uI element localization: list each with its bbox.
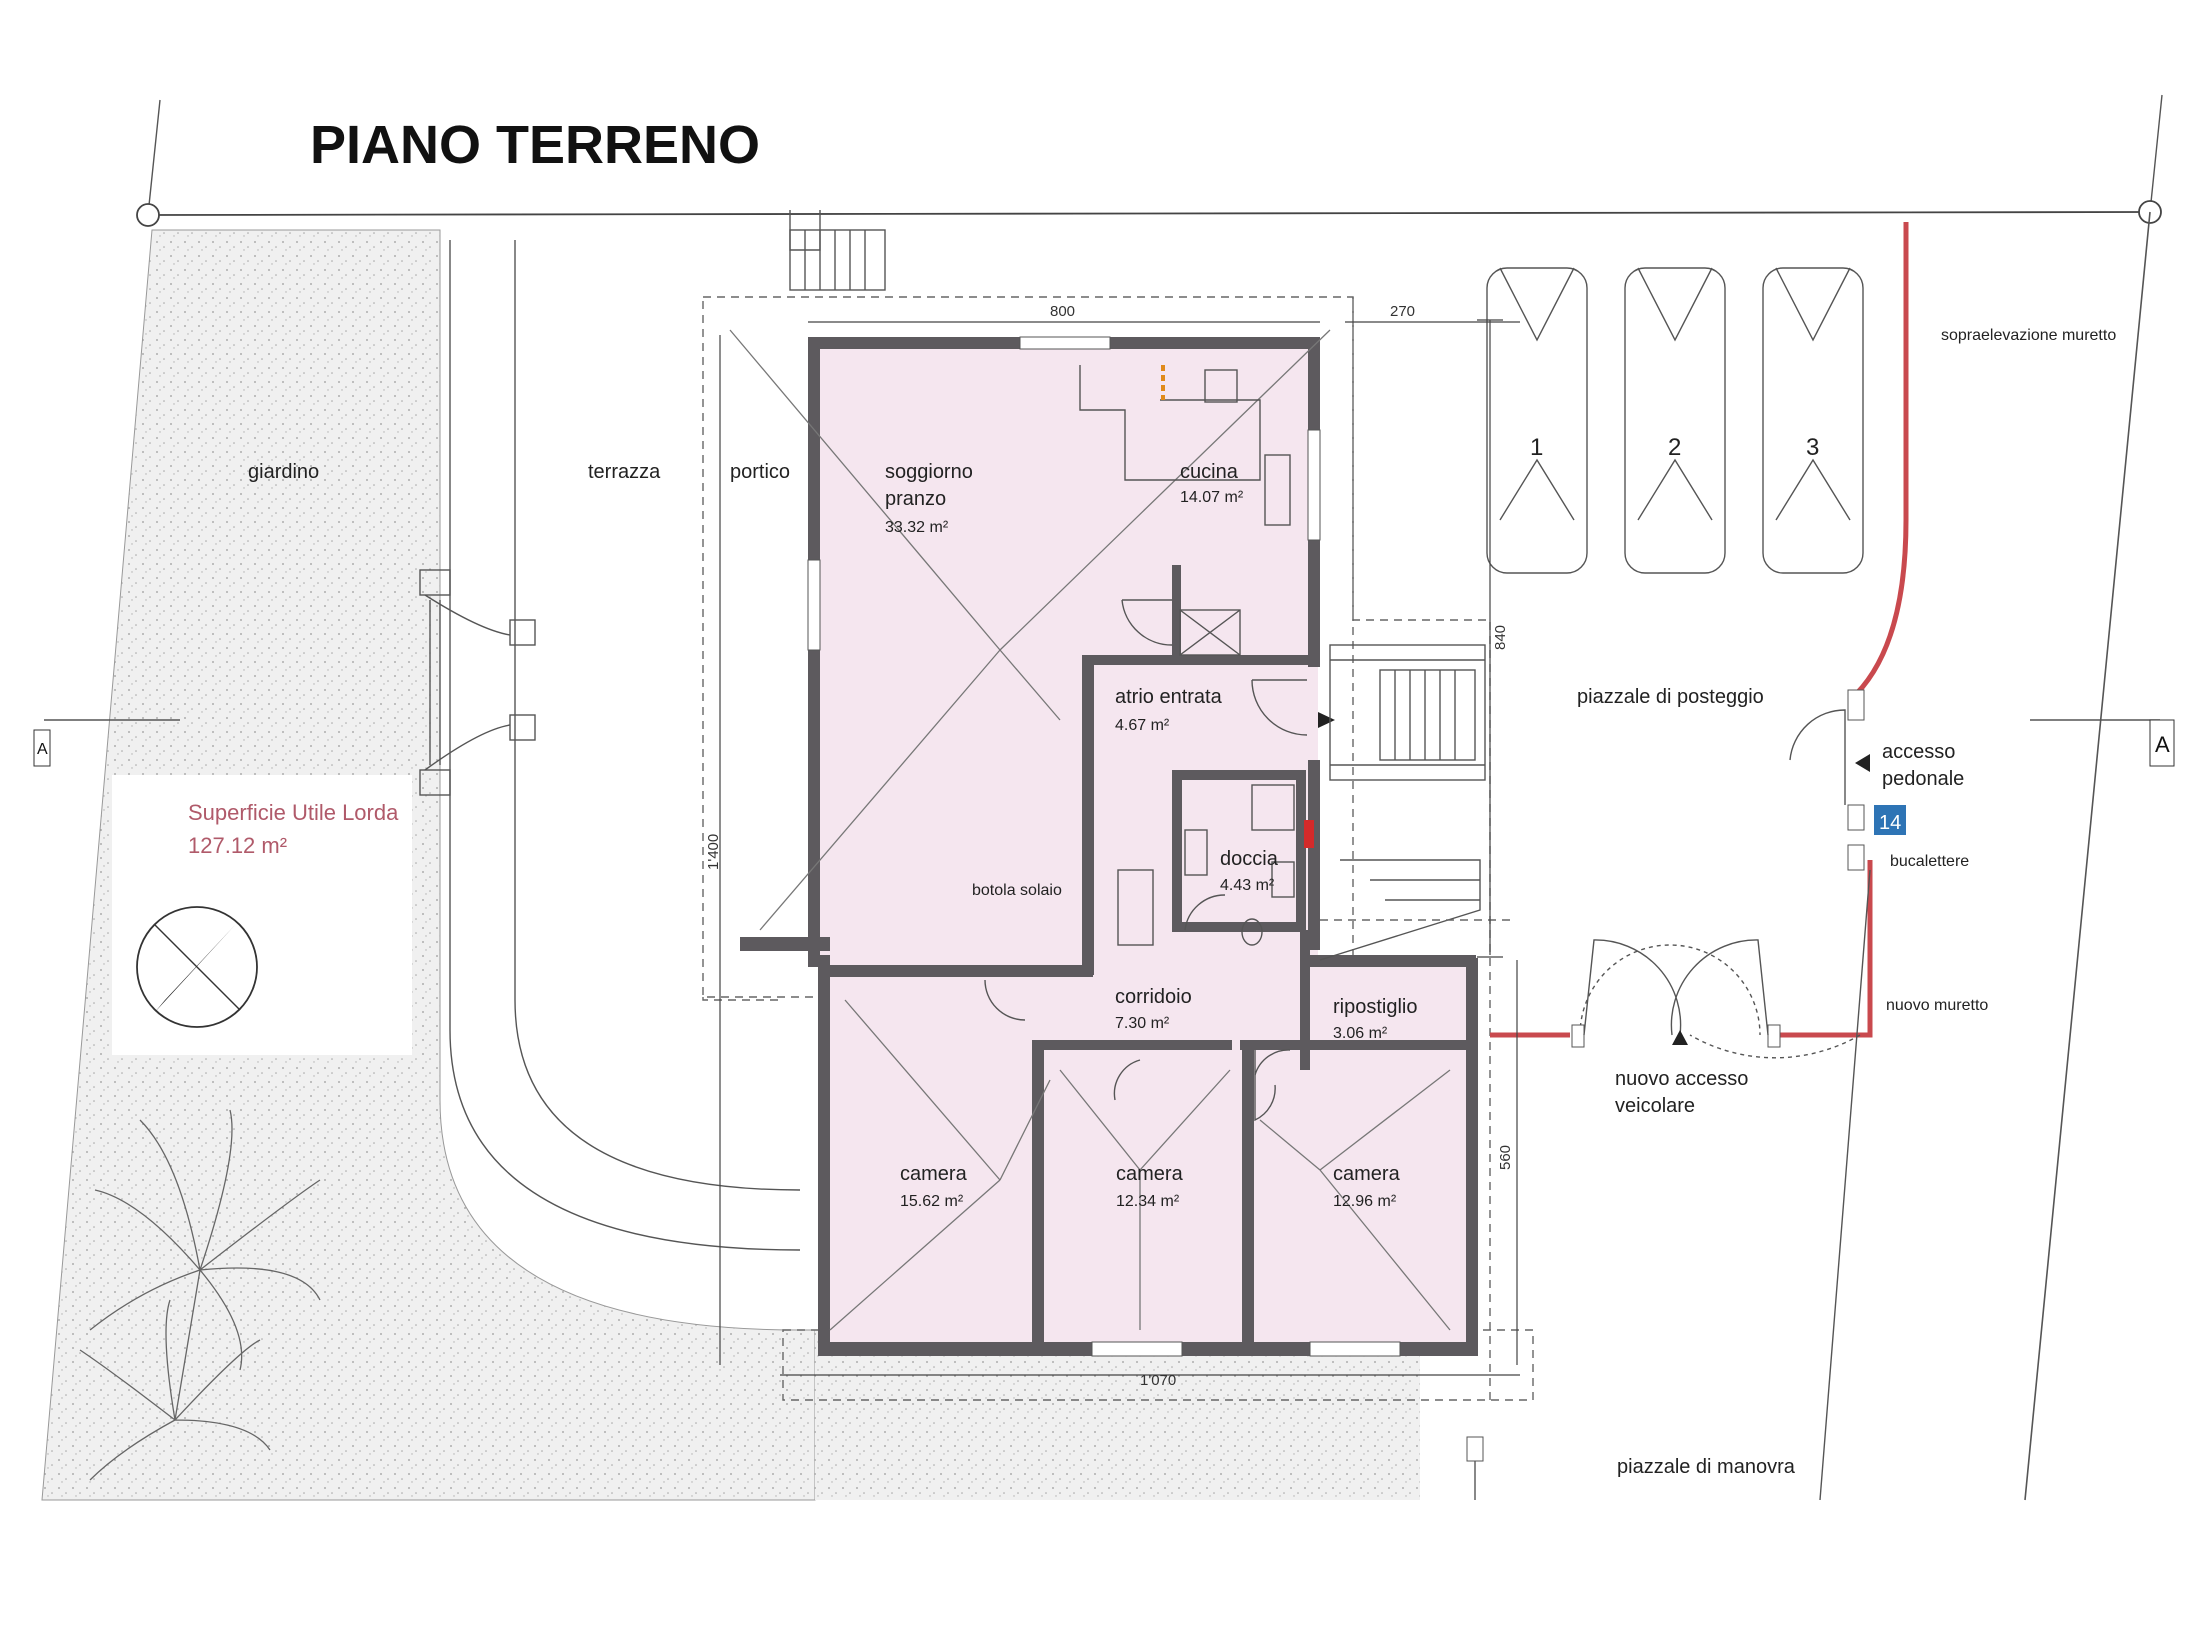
superficie-value: 127.12 m² bbox=[188, 833, 287, 858]
side-stairs bbox=[1319, 644, 1515, 961]
front-gravel-strip bbox=[815, 1330, 1420, 1500]
room-ripostiglio-label: ripostiglio bbox=[1333, 996, 1417, 1018]
parking-number-2: 2 bbox=[1668, 434, 1681, 461]
label-giardino: giardino bbox=[248, 461, 319, 483]
room-atrio-label: atrio entrata bbox=[1115, 686, 1223, 708]
room-cucina-area: 14.07 m² bbox=[1180, 489, 1244, 506]
parking-number-3: 3 bbox=[1806, 434, 1819, 461]
room-soggiorno-area: 33.32 m² bbox=[885, 519, 949, 536]
room-camera-1-label: camera bbox=[900, 1163, 968, 1185]
label-piazzale-manovra: piazzale di manovra bbox=[1617, 1456, 1796, 1478]
dimension-lines bbox=[719, 319, 1520, 1376]
dim-800: 800 bbox=[1050, 303, 1075, 320]
roof-hips bbox=[729, 329, 1451, 1331]
label-piazzale-posteggio: piazzale di posteggio bbox=[1577, 686, 1764, 708]
label-pedonale: pedonale bbox=[1882, 768, 1964, 790]
label-nuovo-muretto: nuovo muretto bbox=[1886, 997, 1988, 1014]
pedestrian-arrow-icon bbox=[1855, 754, 1870, 772]
section-marks bbox=[33, 719, 2175, 767]
label-accesso: accesso bbox=[1882, 741, 1955, 763]
dim-270: 270 bbox=[1390, 303, 1415, 320]
manovra-post bbox=[1466, 1436, 1484, 1462]
page-title: PIANO TERRENO bbox=[310, 115, 760, 175]
entry-stairs-top bbox=[789, 229, 886, 291]
room-corridoio-label: corridoio bbox=[1115, 986, 1192, 1008]
garden-steps bbox=[419, 569, 536, 796]
room-camera-2-label: camera bbox=[1116, 1163, 1184, 1185]
room-camera-2-area: 12.34 m² bbox=[1116, 1193, 1180, 1210]
dim-840: 840 bbox=[1492, 625, 1509, 650]
dim-560: 560 bbox=[1497, 1145, 1514, 1170]
superficie-label: Superficie Utile Lorda bbox=[188, 800, 399, 825]
room-camera-3-label: camera bbox=[1333, 1163, 1401, 1185]
red-boundary-wall bbox=[1490, 222, 1909, 1038]
room-doccia-label: doccia bbox=[1220, 848, 1279, 870]
section-mark-left: A bbox=[37, 741, 48, 758]
room-doccia-area: 4.43 m² bbox=[1220, 877, 1275, 894]
room-corridoio-area: 7.30 m² bbox=[1115, 1015, 1170, 1032]
label-accesso-veicolare-2: veicolare bbox=[1615, 1095, 1695, 1117]
room-cucina-label: cucina bbox=[1180, 461, 1239, 483]
room-soggiorno-label2: pranzo bbox=[885, 488, 946, 510]
label-botola: botola solaio bbox=[972, 882, 1062, 899]
parking-stalls bbox=[1486, 267, 1864, 574]
parking-number-1: 1 bbox=[1530, 434, 1543, 461]
legend-box bbox=[112, 775, 412, 1055]
bathroom-fixtures bbox=[1184, 784, 1295, 946]
garden-path bbox=[449, 240, 801, 1251]
label-accesso-veicolare-1: nuovo accesso bbox=[1615, 1068, 1748, 1090]
north-arrow-icon bbox=[136, 906, 258, 1028]
house-number-badge bbox=[1874, 805, 1906, 835]
label-bucalettere: bucalettere bbox=[1890, 853, 1969, 870]
vehicle-gate bbox=[1571, 939, 1861, 1059]
house-number: 14 bbox=[1879, 812, 1901, 834]
room-soggiorno-label: soggiorno bbox=[885, 461, 973, 483]
roof-outline bbox=[702, 296, 1354, 998]
doors bbox=[984, 599, 1308, 1122]
building bbox=[740, 336, 1478, 1357]
dim-1070: 1'070 bbox=[1140, 1372, 1176, 1389]
entry-arrow-icon bbox=[1318, 712, 1335, 728]
parking-numbers: 1 2 3 bbox=[1530, 434, 1819, 461]
room-camera-3-area: 12.96 m² bbox=[1333, 1193, 1397, 1210]
kitchen-counter bbox=[1079, 365, 1291, 656]
room-atrio-area: 4.67 m² bbox=[1115, 717, 1170, 734]
label-sopraelevazione: sopraelevazione muretto bbox=[1941, 327, 2116, 344]
right-boundary bbox=[2024, 211, 2151, 1501]
attic-hatch bbox=[1117, 869, 1154, 946]
section-mark-right: A bbox=[2155, 732, 2170, 757]
dim-1400: 1'400 bbox=[705, 834, 722, 870]
palm-tree-icon bbox=[79, 1109, 321, 1481]
label-portico: portico bbox=[730, 461, 790, 483]
room-camera-1-area: 15.62 m² bbox=[900, 1193, 964, 1210]
room-ripostiglio-area: 3.06 m² bbox=[1333, 1025, 1388, 1042]
label-terrazza: terrazza bbox=[588, 461, 661, 483]
